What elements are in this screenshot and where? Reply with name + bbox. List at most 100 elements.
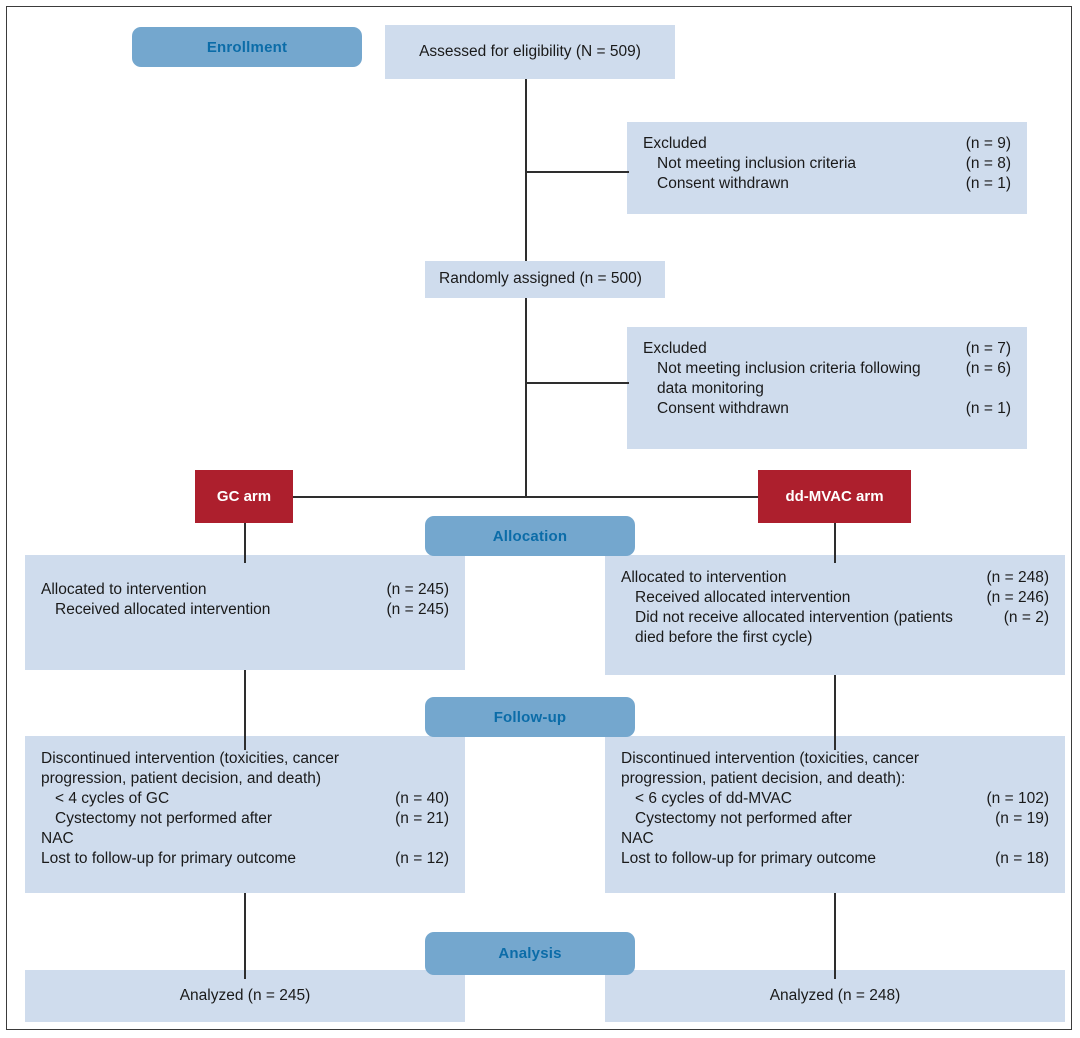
row-label: Cystectomy not performed after bbox=[55, 810, 273, 827]
randomized-text: Randomly assigned (n = 500) bbox=[439, 270, 642, 287]
row-label: Received allocated intervention bbox=[55, 601, 271, 618]
row-count: (n = 12) bbox=[395, 850, 449, 867]
text-row: progression, patient decision, and death… bbox=[41, 769, 449, 789]
connector-split-to-arms bbox=[247, 496, 805, 498]
text-row: Received allocated intervention (n = 246) bbox=[621, 588, 1049, 608]
text-row: Excluded (n = 9) bbox=[643, 134, 1011, 154]
text-row: Discontinued intervention (toxicities, c… bbox=[621, 749, 1049, 769]
text-row: Cystectomy not performed after (n = 21) bbox=[41, 809, 449, 829]
allocation-right-rows: Allocated to intervention(n = 248)Receiv… bbox=[621, 568, 1049, 648]
arm-box-gc: GC arm bbox=[195, 470, 293, 523]
box-excluded-first: Excluded (n = 9) Not meeting inclusion cri… bbox=[627, 122, 1027, 214]
row-label: NAC bbox=[41, 830, 74, 847]
arm-ddmvac-label: dd-MVAC arm bbox=[785, 488, 884, 505]
text-row: Lost to follow-up for primary outcome (n … bbox=[41, 849, 449, 869]
text-row: NAC bbox=[41, 829, 449, 849]
stage-label-enrollment: Enrollment bbox=[132, 27, 362, 67]
row-count: (n = 1) bbox=[965, 400, 1011, 417]
text-row: Received allocated intervention (n = 245) bbox=[41, 600, 449, 620]
text-row: Cystectomy not performed after(n = 19) bbox=[621, 809, 1049, 829]
text-row: Lost to follow-up for primary outcome (n … bbox=[621, 849, 1049, 869]
followup-left-rows: Discontinued intervention (toxicities, c… bbox=[41, 749, 449, 869]
text-row: progression, patient decision, and death… bbox=[621, 769, 1049, 789]
row-label: Consent withdrawn bbox=[657, 400, 789, 417]
box-followup-left: Discontinued intervention (toxicities, c… bbox=[25, 736, 465, 893]
analysis-right-text: Analyzed (n = 248) bbox=[769, 987, 901, 1004]
row-count: (n = 8) bbox=[965, 155, 1011, 172]
row-label: died before the first cycle) bbox=[635, 629, 813, 646]
text-row: Not meeting inclusion criteria (n = 8) bbox=[643, 154, 1011, 174]
row-label: Discontinued intervention (toxicities, c… bbox=[621, 750, 920, 767]
row-label: Not meeting inclusion criteria following bbox=[657, 360, 921, 377]
stage-analysis-text: Analysis bbox=[498, 945, 562, 962]
row-count: (n = 2) bbox=[1003, 609, 1049, 626]
text-row: Excluded (n = 7) bbox=[643, 339, 1011, 359]
assessed-text: Assessed for eligibility (N = 509) bbox=[419, 43, 641, 60]
row-label: Received allocated intervention bbox=[635, 589, 851, 606]
analysis-left-text: Analyzed (n = 245) bbox=[179, 987, 311, 1004]
row-count: (n = 9) bbox=[965, 135, 1011, 152]
arm-box-ddmvac: dd-MVAC arm bbox=[758, 470, 911, 523]
connector-right-arm-to-allocation bbox=[834, 523, 836, 563]
text-row: < 6 cycles of dd-MVAC (n = 102) bbox=[621, 789, 1049, 809]
text-row: Did not receive allocated intervention (… bbox=[621, 608, 1049, 628]
row-label: progression, patient decision, and death… bbox=[41, 770, 322, 787]
row-count: (n = 1) bbox=[965, 175, 1011, 192]
box-assessed-for-eligibility: Assessed for eligibility (N = 509) bbox=[385, 25, 675, 79]
row-label: Cystectomy not performed after bbox=[635, 810, 853, 827]
stage-label-allocation: Allocation bbox=[425, 516, 635, 556]
connector-branch-excluded-2 bbox=[525, 382, 629, 384]
excluded-first-rows: Excluded (n = 9) Not meeting inclusion cri… bbox=[643, 134, 1011, 194]
text-row: died before the first cycle) bbox=[621, 628, 1049, 648]
text-row: Allocated to intervention(n = 248) bbox=[621, 568, 1049, 588]
connector-left-followup-to-analysis bbox=[244, 893, 246, 979]
stage-followup-text: Follow-up bbox=[493, 708, 567, 726]
text-row: Consent withdrawn(n = 1) bbox=[643, 174, 1011, 194]
connector-assessed-to-random bbox=[525, 79, 527, 261]
connector-right-followup-to-analysis bbox=[834, 893, 836, 979]
text-row: Consent withdrawn (n = 1) bbox=[643, 399, 1011, 419]
text-row: Discontinued intervention (toxicities, c… bbox=[41, 749, 449, 769]
stage-label-analysis: Analysis bbox=[425, 932, 635, 975]
row-count: (n = 21) bbox=[395, 810, 449, 827]
box-allocation-right: Allocated to intervention(n = 248)Receiv… bbox=[605, 555, 1065, 675]
row-count: (n = 245) bbox=[386, 581, 449, 598]
row-label: Excluded bbox=[643, 135, 707, 152]
text-row: Allocated to intervention(n = 245) bbox=[41, 580, 449, 600]
row-count: (n = 6) bbox=[965, 360, 1011, 377]
box-followup-right: Discontinued intervention (toxicities, c… bbox=[605, 736, 1065, 893]
connector-random-to-split bbox=[525, 298, 527, 498]
stage-enrollment-text: Enrollment bbox=[206, 38, 288, 56]
box-excluded-second: Excluded (n = 7) Not meeting inclusion cri… bbox=[627, 327, 1027, 449]
row-count: (n = 18) bbox=[995, 850, 1049, 867]
stage-allocation-text: Allocation bbox=[492, 527, 568, 545]
diagram-frame: Enrollment Assessed for eligibility (N =… bbox=[6, 6, 1072, 1030]
row-label: Allocated to intervention bbox=[621, 569, 787, 586]
row-count: (n = 246) bbox=[986, 589, 1049, 606]
allocation-left-rows: Allocated to intervention(n = 245)Receiv… bbox=[41, 580, 449, 620]
text-row: < 4 cycles of GC (n = 40) bbox=[41, 789, 449, 809]
text-row: Not meeting inclusion criteria following… bbox=[643, 359, 1011, 379]
row-count: (n = 245) bbox=[386, 601, 449, 618]
row-label: Not meeting inclusion criteria bbox=[657, 155, 857, 172]
connector-branch-excluded-1 bbox=[525, 171, 629, 173]
text-row: data monitoring bbox=[643, 379, 1011, 399]
row-label: Discontinued intervention (toxicities, c… bbox=[41, 750, 340, 767]
box-allocation-left: Allocated to intervention(n = 245)Receiv… bbox=[25, 555, 465, 670]
row-count: (n = 102) bbox=[986, 790, 1049, 807]
row-label: < 6 cycles of dd-MVAC bbox=[635, 790, 792, 807]
row-label: data monitoring bbox=[657, 380, 764, 397]
row-label: Excluded bbox=[643, 340, 707, 357]
stage-label-followup: Follow-up bbox=[425, 697, 635, 737]
row-count: (n = 40) bbox=[395, 790, 449, 807]
arm-gc-label: GC arm bbox=[216, 488, 272, 505]
connector-left-allocation-to-followup bbox=[244, 670, 246, 750]
row-label: Lost to follow-up for primary outcome bbox=[41, 850, 296, 867]
row-label: Did not receive allocated intervention (… bbox=[635, 609, 953, 626]
row-label: < 4 cycles of GC bbox=[55, 790, 170, 807]
row-count: (n = 7) bbox=[965, 340, 1011, 357]
row-label: progression, patient decision, and death… bbox=[621, 770, 906, 787]
row-label: Lost to follow-up for primary outcome bbox=[621, 850, 876, 867]
excluded-second-rows: Excluded (n = 7) Not meeting inclusion cri… bbox=[643, 339, 1011, 419]
